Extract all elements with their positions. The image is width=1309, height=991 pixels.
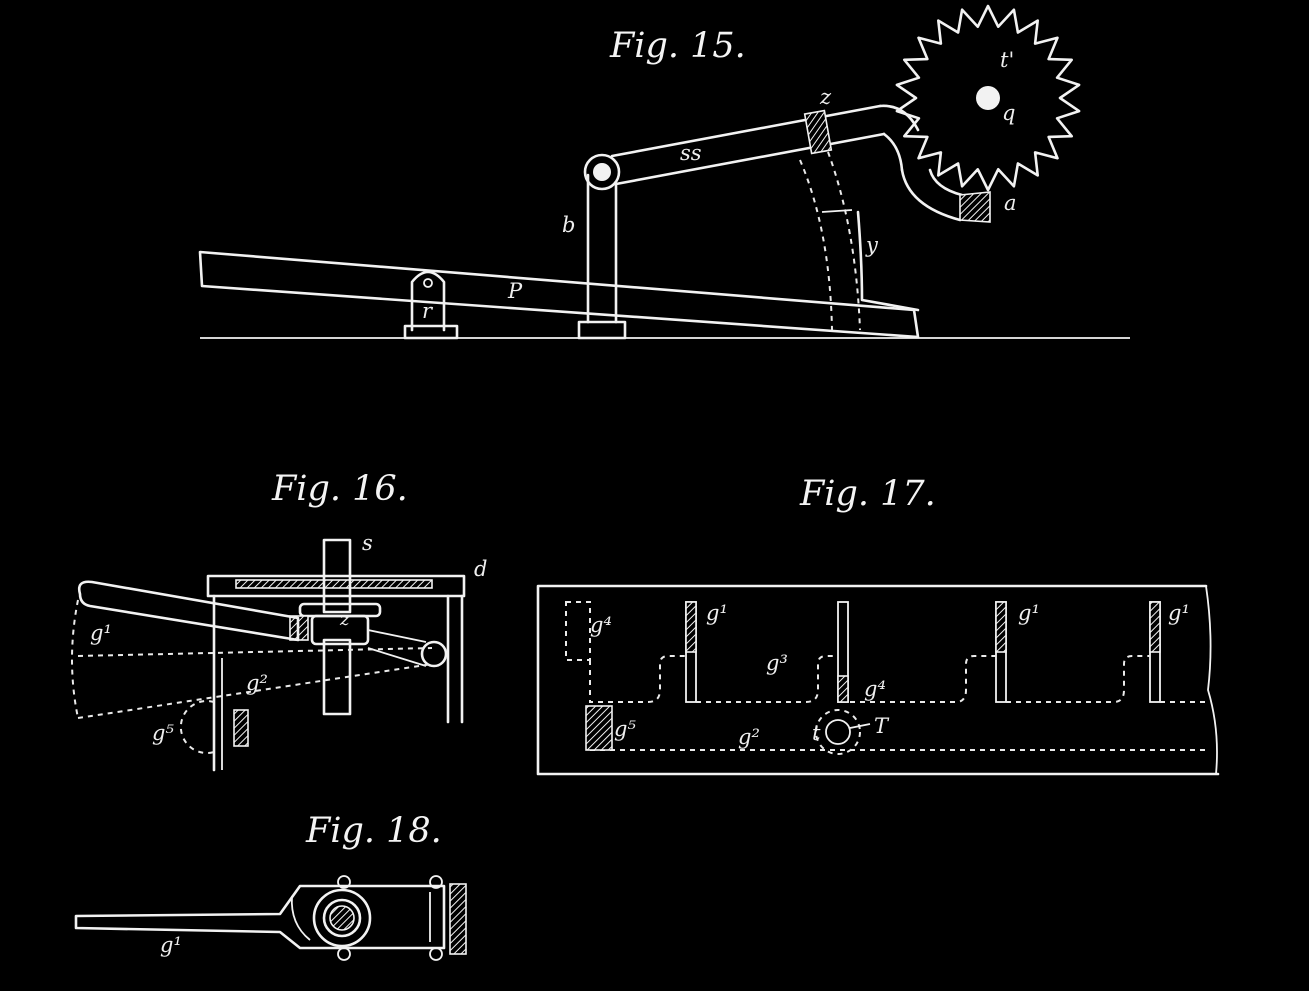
fig15-jaw: [900, 168, 991, 223]
fig15-tool-a: [959, 191, 991, 223]
fig15-support-y: [799, 151, 920, 331]
fig17-frame: [536, 584, 1220, 776]
fig17-g5-block: [585, 705, 613, 751]
fig18-eye-outer: [312, 888, 372, 948]
fig15-label-t-prime: t': [1000, 48, 1014, 72]
figure-17: Fig. 17. g⁴ g¹ g¹ g¹ g³ g⁴ g⁵ g² t T: [536, 474, 1220, 776]
fig16-g5-block: [233, 709, 249, 747]
fig15-title: Fig. 15.: [609, 26, 746, 66]
figure-15: Fig. 15.: [198, 4, 1130, 340]
fig16-label-g1: g¹: [90, 621, 112, 645]
fig17-blade-hatch: [685, 601, 697, 653]
fig17-t-circle-outer: [815, 709, 861, 755]
fig17-label-T: T: [874, 714, 890, 738]
fig17-label-g1-b: g¹: [1018, 601, 1040, 625]
fig16-label-g5: g⁵: [152, 721, 174, 745]
fig18-label-g1: g¹: [160, 933, 182, 957]
fig15-label-ss: ss: [680, 141, 702, 165]
fig15-lever-bar: [198, 250, 920, 339]
fig16-collar: [289, 602, 382, 646]
fig17-label-g2: g²: [738, 725, 760, 749]
fig16-g5-outline: [179, 700, 215, 754]
fig18-end-block: [449, 883, 467, 955]
fig17-title: Fig. 17.: [799, 474, 936, 514]
fig17-break-line: [1205, 585, 1218, 775]
fig15-label-z: z: [819, 85, 832, 109]
fig17-label-g1-a: g¹: [706, 601, 728, 625]
fig16-label-s: s: [362, 531, 373, 555]
figure-16: Fig. 16. s d g¹ z g²: [71, 469, 487, 772]
fig16-top-plate-hatch: [235, 579, 433, 589]
fig15-label-r: r: [422, 299, 434, 323]
fig17-label-t: t: [812, 721, 821, 745]
fig15-label-q: q: [1002, 101, 1015, 125]
fig15-label-y: y: [865, 233, 879, 257]
fig17-blade-hatch: [837, 675, 849, 703]
fig15-label-a: a: [1004, 191, 1017, 215]
fig18-eye-mid: [322, 898, 362, 938]
fig16-label-g2: g²: [246, 671, 268, 695]
fig16-top-plate: [206, 574, 466, 598]
fig16-label-z: z: [339, 609, 350, 630]
fig17-blade-hatch: [1149, 601, 1161, 653]
fig16-title: Fig. 16.: [271, 469, 408, 509]
fig18-lever: [74, 884, 446, 950]
fig18-eye-pin: [329, 905, 355, 931]
fig15-label-b: b: [562, 213, 575, 237]
fig15-pivot-post: [403, 270, 459, 340]
fig17-g4-box: [565, 601, 591, 661]
fig16-hinge: [420, 640, 448, 668]
fig16-shaft-lower: [322, 638, 352, 716]
fig17-label-g4-mid: g⁴: [864, 677, 886, 701]
fig15-upright-b: [577, 153, 627, 340]
fig17-label-g4-left: g⁴: [590, 613, 612, 637]
fig17-t-circle-inner: [825, 719, 851, 745]
fig17-blades: [685, 601, 1161, 703]
fig15-collar-z: [803, 109, 833, 155]
fig16-label-d: d: [474, 557, 487, 581]
fig16-shaft-s: [322, 538, 352, 614]
fig15-saw-wheel: [895, 4, 1081, 192]
fig17-label-g3: g³: [766, 651, 788, 675]
fig16-lever-g1: [77, 580, 300, 642]
fig15-arm-ss: [610, 104, 920, 186]
fig17-blade-hatch: [995, 601, 1007, 653]
fig18-title: Fig. 18.: [305, 811, 442, 851]
figure-18: Fig. 18. g¹: [74, 811, 467, 961]
fig15-label-p: P: [507, 279, 523, 303]
fig17-label-g5: g⁵: [614, 717, 636, 741]
fig17-label-g1-c: g¹: [1168, 601, 1190, 625]
